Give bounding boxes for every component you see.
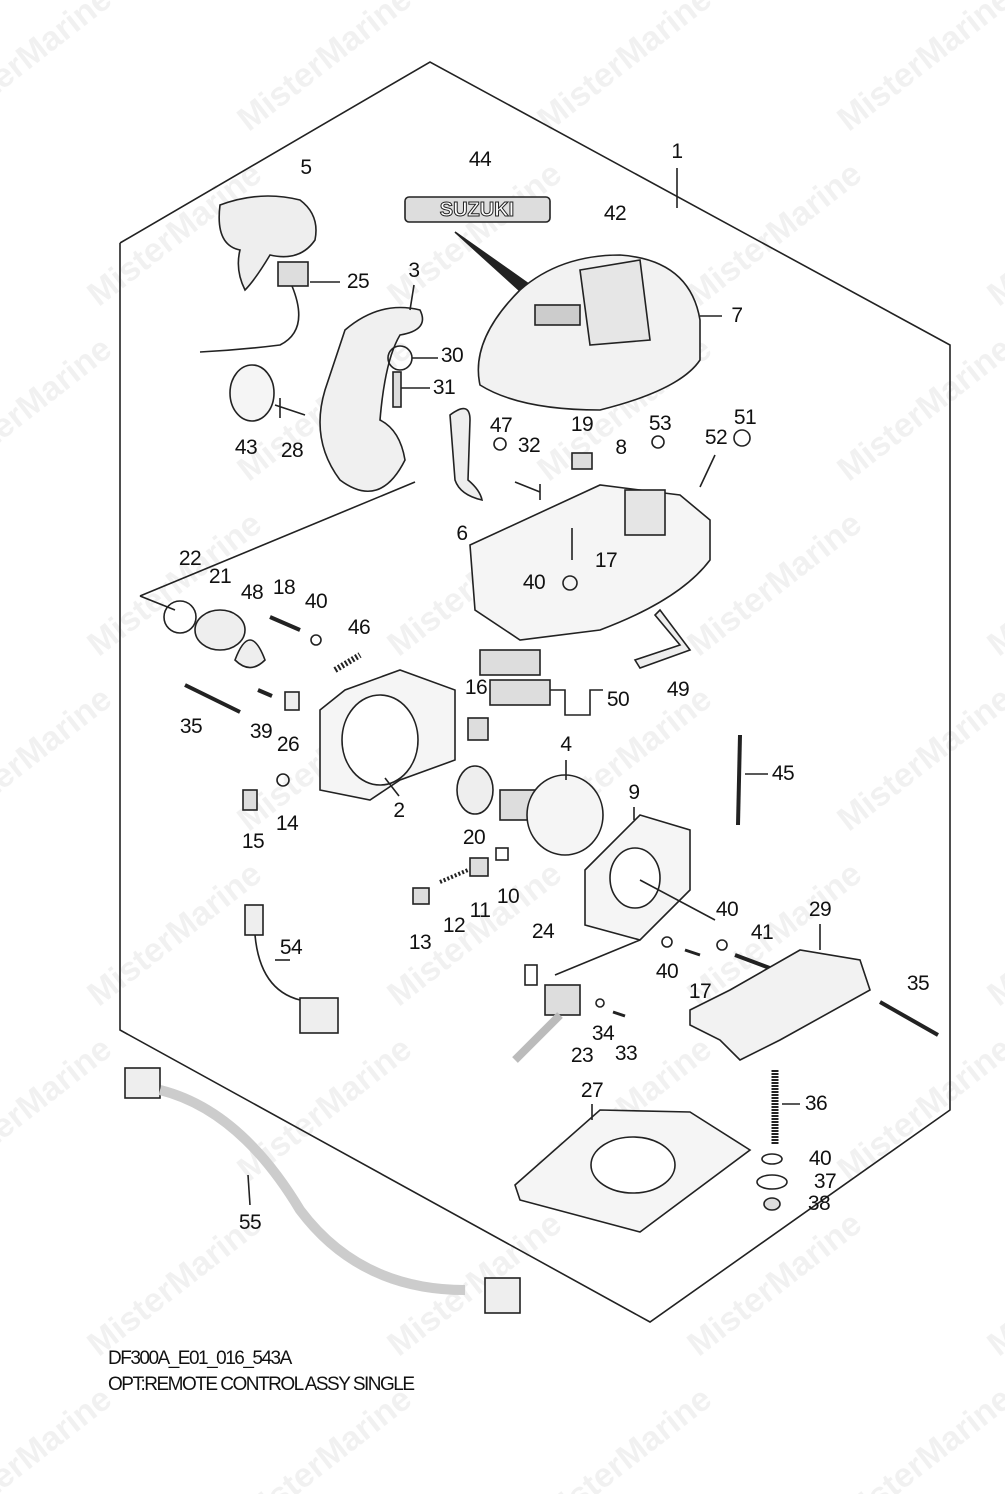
part-label-29: 29 xyxy=(808,898,832,921)
part-label-2: 2 xyxy=(393,799,405,822)
part-label-7: 7 xyxy=(731,304,743,327)
part-label-40: 40 xyxy=(808,1147,832,1170)
part-label-33: 33 xyxy=(614,1042,638,1065)
part-label-31: 31 xyxy=(432,376,456,399)
part-label-18: 18 xyxy=(272,576,296,599)
part-label-25: 25 xyxy=(346,270,370,293)
part-label-34: 34 xyxy=(591,1022,615,1045)
part-label-26: 26 xyxy=(276,733,300,756)
part-label-6: 6 xyxy=(456,522,468,545)
part-label-10: 10 xyxy=(496,885,520,908)
part-label-15: 15 xyxy=(241,830,265,853)
part-label-39: 39 xyxy=(249,720,273,743)
part-label-46: 46 xyxy=(347,616,371,639)
part-label-42: 42 xyxy=(603,202,627,225)
part-label-38: 38 xyxy=(807,1192,831,1215)
part-label-22: 22 xyxy=(178,547,202,570)
part-label-14: 14 xyxy=(275,812,299,835)
svg-text:SUZUKI: SUZUKI xyxy=(440,199,514,221)
part-label-30: 30 xyxy=(440,344,464,367)
part-label-5: 5 xyxy=(300,156,312,179)
part-label-28: 28 xyxy=(280,439,304,462)
part-label-53: 53 xyxy=(648,412,672,435)
part-label-41: 41 xyxy=(750,921,774,944)
part-label-4: 4 xyxy=(560,733,572,756)
part-label-54: 54 xyxy=(279,936,303,959)
part-label-40: 40 xyxy=(304,590,328,613)
part-label-37: 37 xyxy=(813,1170,837,1193)
part-label-13: 13 xyxy=(408,931,432,954)
part-label-44: 44 xyxy=(468,148,492,171)
diagram-code: DF300A_E01_016_543A xyxy=(108,1348,292,1369)
part-label-47: 47 xyxy=(489,414,513,437)
part-label-20: 20 xyxy=(462,826,486,849)
part-label-40: 40 xyxy=(715,898,739,921)
part-label-23: 23 xyxy=(570,1044,594,1067)
part-label-49: 49 xyxy=(666,678,690,701)
control-lever xyxy=(319,306,424,492)
part-label-43: 43 xyxy=(234,436,258,459)
suzuki-badge: SUZUKI xyxy=(404,196,551,223)
part-label-32: 32 xyxy=(517,434,541,457)
part-label-17: 17 xyxy=(688,980,712,1003)
part-label-9: 9 xyxy=(628,781,640,804)
part-label-48: 48 xyxy=(240,581,264,604)
part-label-45: 45 xyxy=(771,762,795,785)
part-label-40: 40 xyxy=(655,960,679,983)
part-label-17: 17 xyxy=(594,549,618,572)
assembly-frame xyxy=(119,61,951,1323)
part-label-51: 51 xyxy=(733,406,757,429)
part-label-50: 50 xyxy=(606,688,630,711)
housing-base xyxy=(469,484,711,641)
diagram-title: OPT:REMOTE CONTROL ASSY SINGLE xyxy=(108,1374,415,1395)
mount-bracket xyxy=(689,949,871,1061)
part-label-35: 35 xyxy=(179,715,203,738)
part-label-55: 55 xyxy=(238,1211,262,1234)
spring-plate xyxy=(449,407,484,502)
part-label-16: 16 xyxy=(464,676,488,699)
part-label-27: 27 xyxy=(580,1079,604,1102)
part-label-3: 3 xyxy=(408,259,420,282)
part-label-1: 1 xyxy=(671,140,683,163)
part-label-21: 21 xyxy=(208,565,232,588)
part-label-52: 52 xyxy=(704,426,728,449)
part-label-12: 12 xyxy=(442,914,466,937)
handle-grip xyxy=(218,195,317,292)
part-label-24: 24 xyxy=(531,920,555,943)
part-label-40: 40 xyxy=(522,571,546,594)
part-label-36: 36 xyxy=(804,1092,828,1115)
part-label-8: 8 xyxy=(615,436,627,459)
part-label-19: 19 xyxy=(570,413,594,436)
part-label-11: 11 xyxy=(469,899,491,922)
part-label-35: 35 xyxy=(906,972,930,995)
